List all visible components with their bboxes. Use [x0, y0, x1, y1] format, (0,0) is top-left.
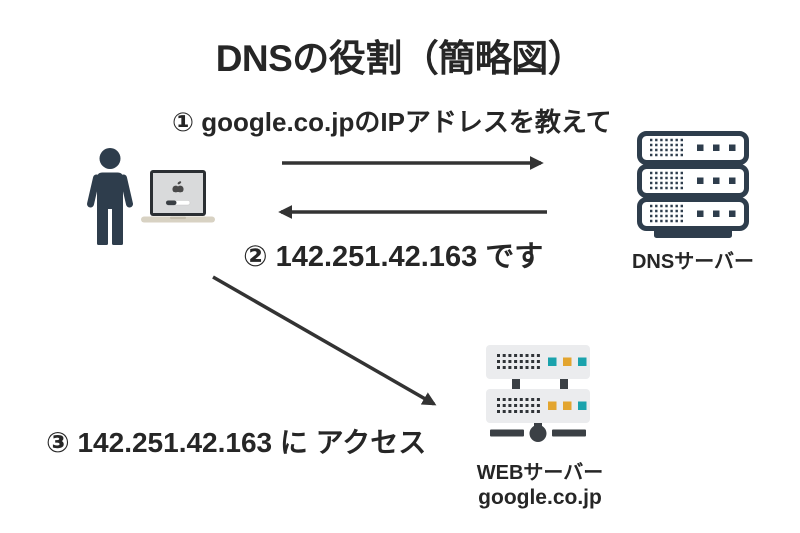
- server-status-lights: [697, 144, 736, 151]
- step-2-label: ② 142.251.42.163 です: [243, 241, 544, 273]
- server-status-lights: [697, 177, 736, 184]
- server-status-lights: [697, 210, 736, 217]
- web-server-icon: [486, 345, 590, 442]
- dns-server-rack-icon: [637, 131, 749, 238]
- server-status-lights: [548, 401, 587, 410]
- step-3-label: ③ 142.251.42.163 に アクセス: [46, 427, 427, 458]
- server-status-lights: [548, 357, 587, 366]
- access-arrow-icon: [212, 275, 437, 406]
- web-server-domain: google.co.jp: [478, 486, 602, 509]
- dns-server-label: DNSサーバー: [631, 251, 755, 273]
- web-server-label: WEBサーバー: [476, 462, 604, 484]
- person-icon: [87, 148, 133, 245]
- macbook-laptop-icon: [141, 170, 215, 223]
- boot-progress-bar: [165, 200, 191, 206]
- step-1-label: ① google.co.jpのIPアドレスを教えて: [172, 107, 612, 137]
- apple-logo-icon: [172, 181, 184, 193]
- page-title: DNSの役割（簡略図）: [215, 38, 585, 79]
